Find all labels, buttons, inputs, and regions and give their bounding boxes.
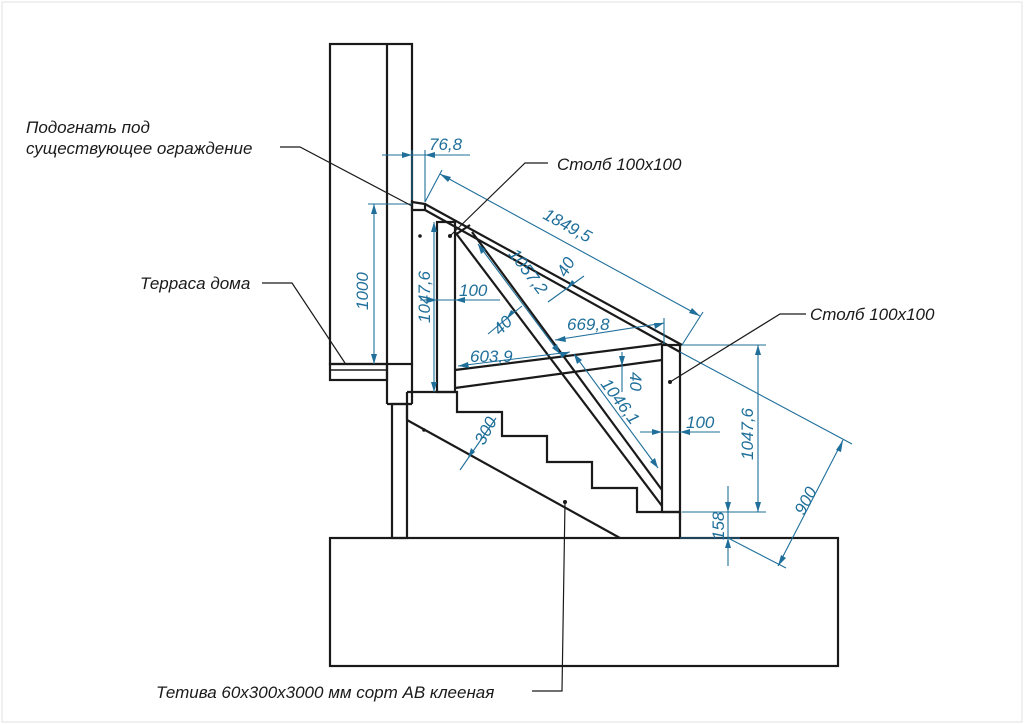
railing: [410, 200, 683, 514]
dim-603-9-arrow-2: [560, 352, 570, 358]
dim-669-8-line: [554, 322, 665, 341]
brace-lower: [471, 231, 663, 491]
dim-label-1047-6-left: 1047,6: [415, 270, 434, 323]
leader-post-right: [669, 313, 806, 383]
dim-669-8-arrow-2: [654, 323, 664, 329]
leader-post-top-dot: [448, 234, 452, 238]
handrail-bottom: [424, 209, 681, 353]
notes: Подогнать под существующее ограждение Ст…: [26, 118, 935, 702]
leader-stringer-dot: [563, 500, 567, 504]
dim-300-arrow: [468, 448, 475, 458]
dim-300-line: [459, 417, 497, 471]
leader-post-top: [449, 162, 548, 237]
dimension-lines: [368, 150, 853, 569]
note-house-terrace: Терраса дома: [140, 274, 250, 293]
dim-1047-6-left-arrow-2: [431, 382, 437, 392]
note-post-top: Столб 100х100: [557, 155, 682, 174]
dim-1849-5-arrow-2: [689, 308, 700, 316]
dim-label-100-left: 100: [459, 281, 488, 300]
dim-1000-arrow-1: [371, 204, 377, 214]
dim-100-left-arrow-1: [427, 297, 437, 303]
dim-1849-5-arrow-1: [440, 174, 451, 182]
post-left: [435, 220, 457, 394]
dim-1047-6-right-arrow-2: [755, 502, 761, 512]
dim-label-76-8: 76,8: [429, 135, 463, 154]
stringer-bottom-edge: [406, 419, 621, 539]
dim-158-arrow-1: [725, 502, 731, 512]
dim-900-arrow-2: [778, 555, 786, 566]
dim-1849-5-ext-left: [424, 169, 443, 203]
dim-669-8-arrow-1: [555, 336, 566, 342]
middle-rail-top: [454, 342, 663, 372]
post-right: [660, 343, 682, 514]
dim-900-arrow-1: [836, 440, 843, 452]
note-stringer: Тетива 60х300х3000 мм сорт АВ клееная: [156, 683, 494, 702]
dim-1057-2-line: [477, 243, 561, 355]
dim-1057-2-arrow-2: [552, 344, 560, 354]
note-fit-railing-line2: существующее ограждение: [26, 139, 252, 158]
dim-40-top-arrow: [566, 280, 575, 290]
dim-1047-6-right-arrow-1: [755, 345, 761, 355]
dim-1849-5-line: [439, 173, 701, 317]
structure: [328, 42, 840, 668]
stringer-top-marker: [422, 428, 426, 432]
dim-40-right-arrow: [619, 356, 625, 366]
ground-foundation: [328, 536, 840, 668]
dim-900-ext-top: [679, 351, 853, 445]
dim-900-ext-bottom: [727, 537, 787, 569]
dim-1046-1-arrow-1: [574, 354, 582, 364]
dim-label-40-right: 40: [626, 372, 645, 391]
dim-158-arrow-2: [725, 538, 731, 548]
note-fit-railing-line1: Подогнать под: [26, 118, 150, 137]
dim-label-158: 158: [709, 511, 728, 540]
dim-40-top-line: [547, 275, 585, 303]
leader-terrace: [262, 282, 346, 364]
dim-40-left-line: [487, 305, 523, 335]
post-left-cap: [454, 224, 471, 236]
dim-1047-6-left-arrow-1: [431, 222, 437, 232]
note-post-right: Столб 100х100: [810, 305, 935, 324]
dim-label-1047-6-right: 1047,6: [738, 407, 757, 460]
leader-stringer: [532, 501, 566, 692]
dim-40-left-arrow: [506, 310, 514, 320]
dim-label-669-8: 669,8: [567, 315, 610, 334]
brace-upper: [454, 231, 663, 507]
dim-900-line: [777, 439, 844, 567]
dim-1849-5-ext-right: [681, 311, 704, 346]
dim-76-8-arrow-1: [402, 152, 412, 158]
leaders: [262, 146, 806, 692]
dim-1046-1-arrow-2: [650, 458, 658, 468]
terrace-slab: [328, 362, 389, 382]
dim-76-8-arrow-2: [425, 152, 435, 158]
dim-603-9-line: [457, 351, 571, 367]
dim-label-603-9: 603,9: [470, 347, 513, 366]
dim-1046-1-line: [573, 353, 659, 469]
dim-100-left-arrow-2: [455, 297, 465, 303]
dim-1057-2-arrow-1: [478, 244, 486, 254]
dim-100-right-arrow-1: [652, 429, 662, 435]
dim-label-100-right: 100: [686, 413, 715, 432]
leader-post-right-dot: [668, 380, 672, 384]
leader-fit-railing: [280, 146, 413, 207]
middle-rail-bottom: [454, 358, 663, 390]
dim-603-9-arrow-1: [458, 362, 469, 368]
dim-1000-arrow-2: [371, 354, 377, 364]
dim-label-1000: 1000: [353, 272, 372, 310]
post-left-marker: [418, 234, 422, 238]
stair-treads: [407, 390, 682, 520]
dim-100-right-arrow-2: [680, 429, 690, 435]
